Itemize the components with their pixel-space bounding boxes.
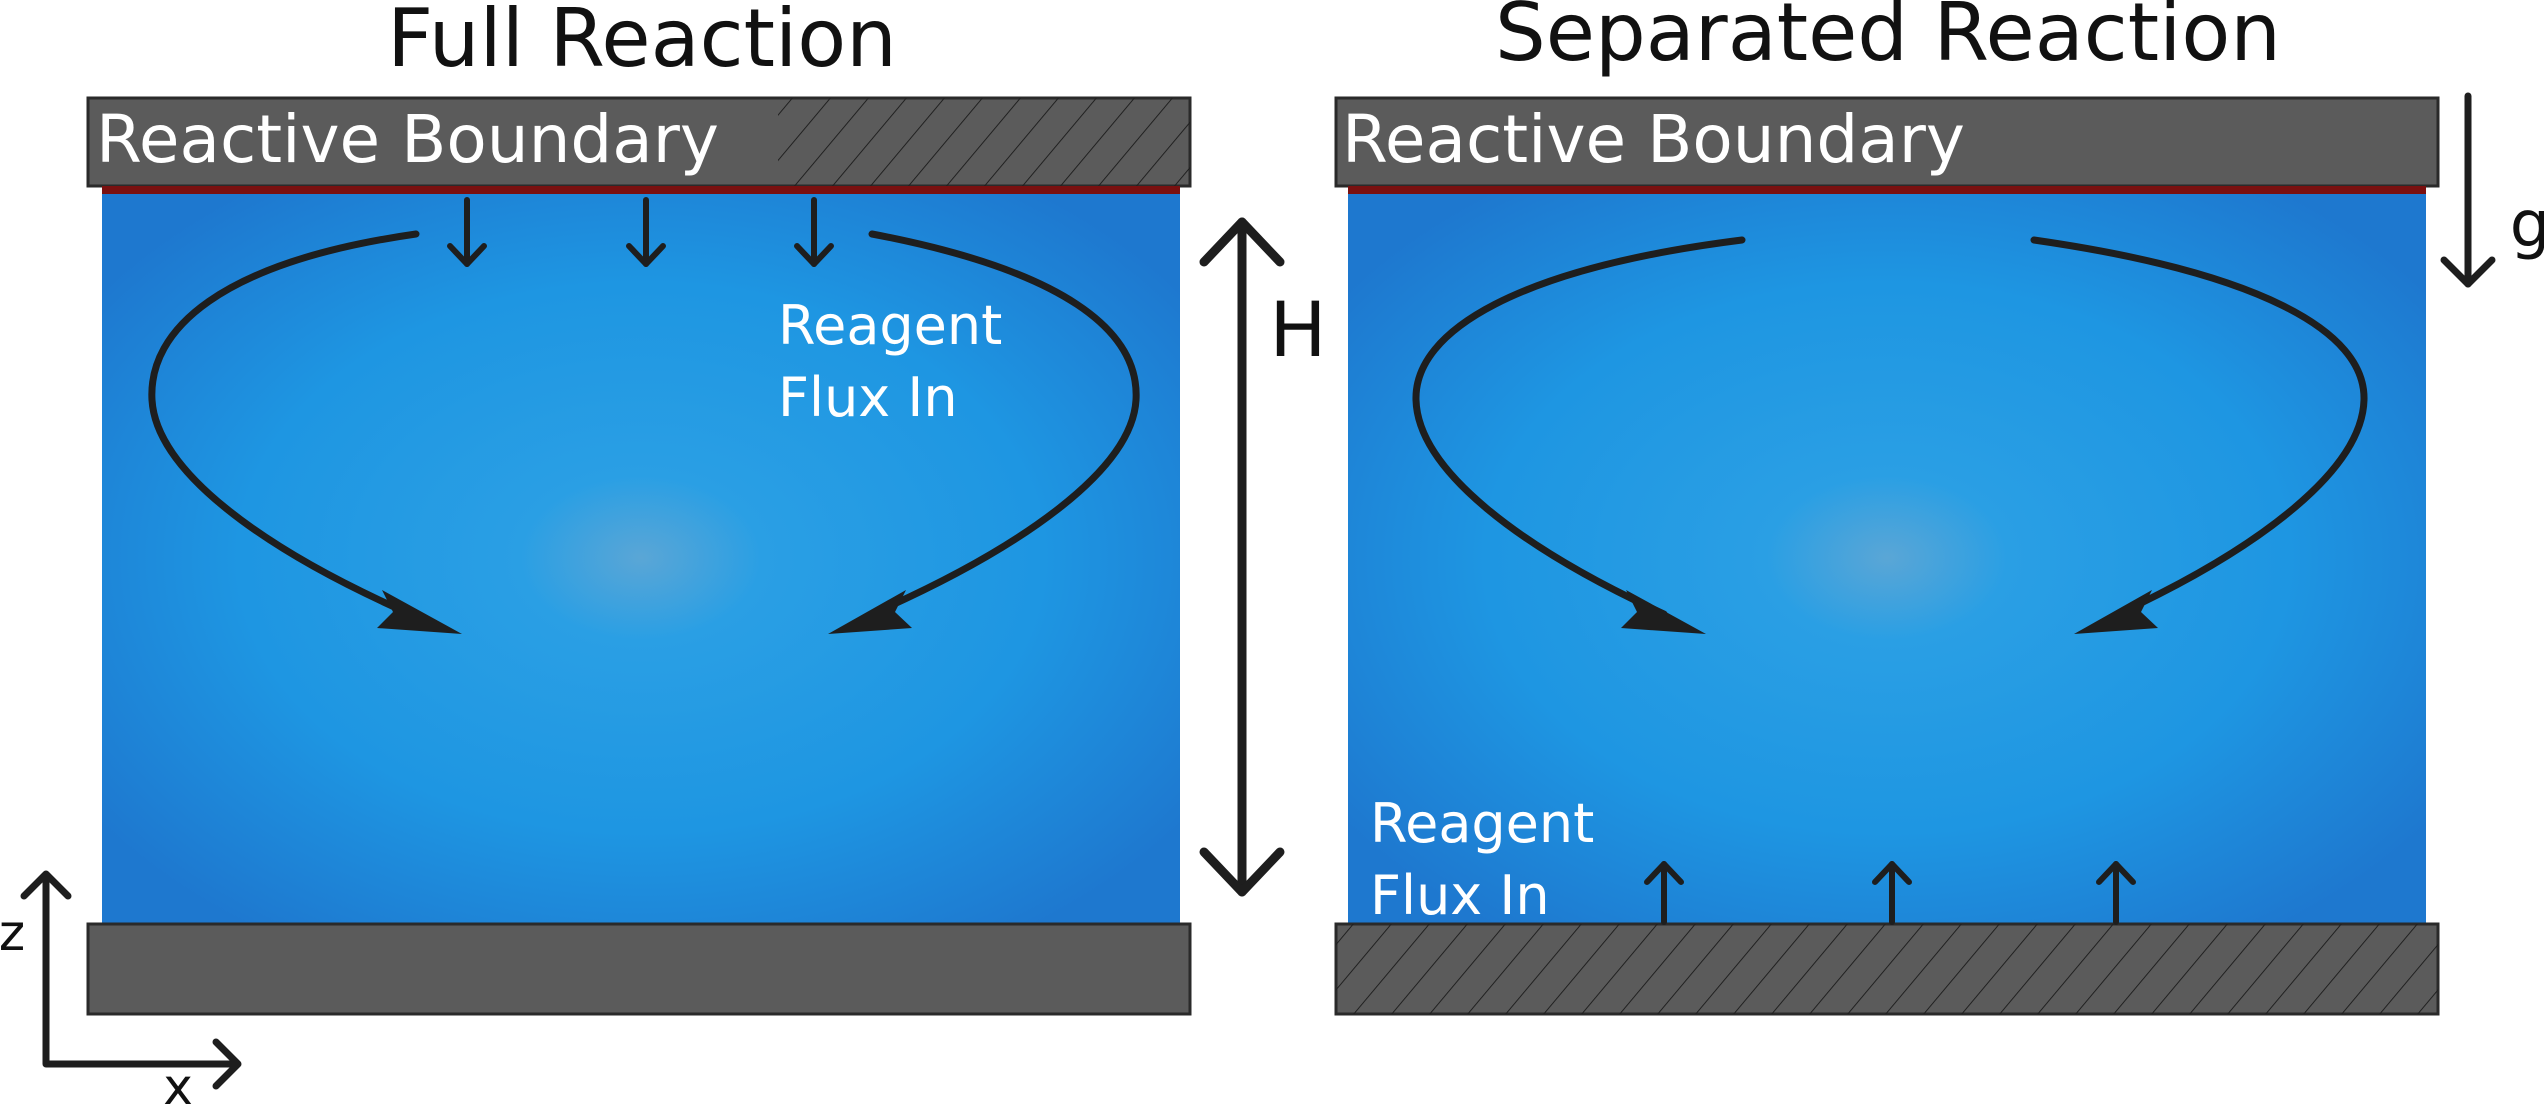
arrowhead-icon — [377, 590, 462, 634]
flux-label-line1: Reagent — [778, 294, 1002, 357]
curved-arrow-icon — [868, 230, 1140, 618]
height-dimension-arrow — [1199, 217, 1285, 897]
height-label: H — [1269, 285, 1326, 374]
boundary-label: Reactive Boundary — [1342, 101, 1965, 178]
up-arrow-icon — [1872, 861, 1912, 925]
hatch-pattern — [778, 98, 1190, 186]
x-axis-label: x — [163, 1058, 193, 1110]
fluid-domain — [1348, 190, 2426, 926]
z-axis-label: z — [0, 904, 25, 962]
panel-title: Separated Reaction — [1495, 0, 2281, 79]
fluid-domain — [102, 190, 1180, 926]
up-arrow-icon — [1644, 861, 1684, 925]
down-arrow-icon — [626, 197, 666, 267]
gravity-label: g — [2510, 188, 2544, 262]
arrowhead-icon — [1621, 590, 1706, 634]
flux-arrows-up — [1644, 861, 2136, 925]
gravity-arrow-icon — [2440, 92, 2496, 288]
arrowhead-icon — [828, 590, 912, 634]
flux-label-line2: Flux In — [1370, 864, 1550, 927]
panel-separated-reaction: Separated Reaction Reactive Boundary Rea… — [1334, 0, 2440, 1016]
curved-arrow-icon — [148, 230, 420, 618]
down-arrow-icon — [447, 197, 487, 267]
top-reactive-boundary: Reactive Boundary — [1334, 96, 2440, 194]
down-arrow-icon — [794, 197, 834, 267]
top-reactive-boundary: Reactive Boundary — [86, 96, 1192, 194]
curved-arrow-icon — [1412, 236, 1746, 618]
up-arrow-icon — [2096, 861, 2136, 925]
bottom-reactive-boundary — [1334, 922, 2440, 1016]
boundary-label: Reactive Boundary — [96, 101, 719, 178]
flux-arrows-down — [447, 197, 834, 267]
flux-label-line1: Reagent — [1370, 792, 1594, 855]
bottom-boundary — [86, 922, 1192, 1016]
panel-title: Full Reaction — [387, 0, 897, 85]
reactive-layer — [1348, 186, 2426, 194]
coordinate-axes — [20, 870, 242, 1090]
panel-full-reaction: Full Reaction Reactive Boundary Reagent … — [86, 0, 1192, 1016]
reactive-layer — [102, 186, 1180, 194]
convection-roll-arrows — [148, 230, 1140, 618]
flux-label-line2: Flux In — [778, 366, 958, 429]
curved-arrow-icon — [2030, 236, 2368, 618]
arrowhead-icon — [2074, 590, 2158, 634]
hatch-pattern — [1336, 924, 2438, 1014]
convection-roll-arrows — [1412, 236, 2368, 618]
